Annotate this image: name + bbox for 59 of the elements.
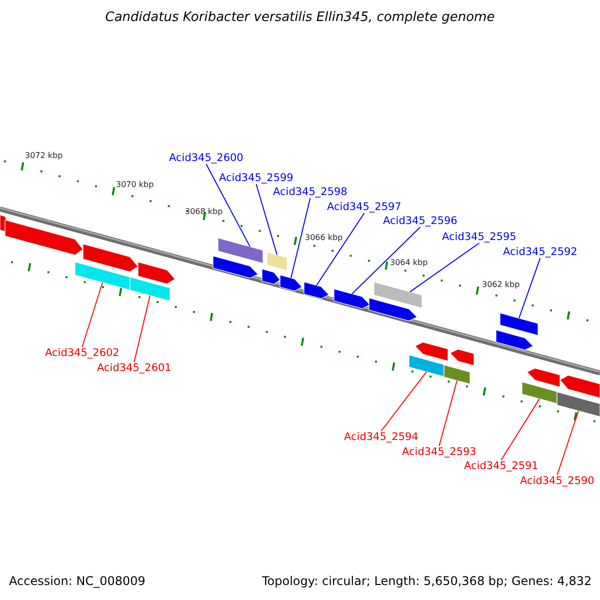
gene-feature (368, 298, 418, 322)
gene-feature (262, 268, 280, 285)
leader-line (290, 198, 311, 278)
leader-line (380, 371, 427, 432)
gene-label: Acid345_2590 (520, 475, 594, 488)
gene-label: Acid345_2602 (45, 347, 120, 360)
scale-label: 3064 kbp (390, 258, 428, 268)
gene-label: Acid345_2595 (442, 231, 516, 244)
scale-label: 3070 kbp (116, 180, 154, 190)
leader-line (316, 212, 365, 286)
leader-line (352, 226, 421, 294)
scale-label: 3068 kbp (185, 207, 223, 216)
gene-feature (556, 392, 600, 418)
gene-feature (266, 252, 288, 271)
gene-feature (212, 256, 258, 278)
gene-label: Acid345_2599 (219, 172, 294, 184)
gene-feature (522, 382, 558, 404)
gene-label: Acid345_2601 (97, 362, 172, 374)
scale-label: 3072 kbp (25, 151, 63, 160)
scale-label: 3066 kbp (305, 233, 343, 242)
genome-summary-text: Topology: circular; Length: 5,650,368 bp; Genes: 4,832 (262, 575, 592, 589)
gene-label: Acid345_2600 (169, 152, 244, 164)
gene-label: Acid345_2598 (273, 186, 348, 198)
gene-label: Acid345_2597 (327, 201, 402, 214)
gene-feature (526, 368, 560, 388)
gene-label: Acid345_2596 (383, 215, 458, 228)
gene-feature (374, 282, 422, 308)
gene-feature (450, 348, 474, 366)
gene-label: Acid345_2591 (464, 460, 538, 472)
gene-feature (408, 354, 444, 377)
leader-line (518, 258, 541, 319)
leader-line (500, 398, 540, 460)
gene-feature (444, 364, 470, 384)
gene-feature (500, 312, 538, 336)
gene-feature (82, 244, 138, 272)
leader-line (134, 295, 150, 362)
gene-feature (138, 262, 176, 284)
gene-feature (130, 276, 170, 302)
title: Candidatus Koribacter versatilis Ellin345, complete genome (104, 11, 496, 26)
gene-label: Acid345_2594 (344, 431, 418, 444)
gene-feature (334, 288, 370, 309)
leader-line (256, 184, 278, 256)
gene-feature (496, 330, 534, 350)
gene-feature (560, 374, 600, 398)
scale-label: 3062 kbp (482, 280, 520, 290)
gene-feature (4, 220, 84, 256)
leader-line (556, 410, 579, 476)
gene-feature (280, 274, 302, 292)
accession-text: Accession: NC_008009 (9, 575, 146, 589)
leader-line (438, 380, 458, 446)
leader-line (206, 164, 250, 248)
gene-label: Acid345_2592 (503, 246, 578, 258)
gene-feature (414, 342, 448, 362)
leader-line (82, 282, 103, 348)
gene-feature (218, 238, 264, 264)
gene-feature (304, 282, 330, 299)
gene-feature (74, 262, 130, 290)
leader-line (410, 242, 480, 292)
gene-label: Acid345_2593 (402, 446, 476, 458)
